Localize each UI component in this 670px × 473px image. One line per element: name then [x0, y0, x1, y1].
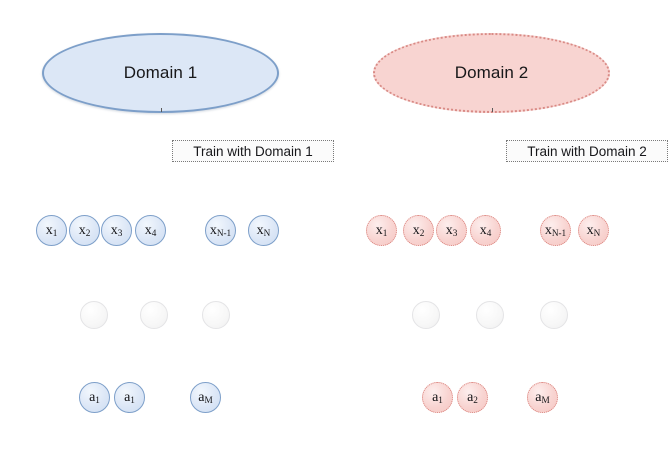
domain-ellipse-2: Domain 2	[373, 33, 610, 113]
node-input-d2-1: x1	[366, 215, 397, 246]
node-label: aM	[198, 389, 213, 406]
node-input-d2-2: x2	[403, 215, 434, 246]
node-label: a1	[89, 389, 100, 406]
connector-stub-icon	[160, 108, 162, 112]
node-label: x3	[445, 222, 458, 239]
train-label-1: Train with Domain 1	[172, 140, 334, 162]
node-label: xN	[586, 222, 601, 239]
node-input-d1-2: x2	[69, 215, 100, 246]
node-input-d1-4: x4	[135, 215, 166, 246]
node-hidden-d1-1	[80, 301, 108, 329]
node-label: x3	[110, 222, 123, 239]
node-label: xN	[256, 222, 271, 239]
node-label: x1	[375, 222, 388, 239]
node-input-d2-3: x3	[436, 215, 467, 246]
domain-ellipse-label: Domain 1	[123, 63, 198, 82]
node-hidden-d2-1	[412, 301, 440, 329]
node-output-d2-3: aM	[527, 382, 558, 413]
node-hidden-d2-2	[476, 301, 504, 329]
node-input-d1-1: x1	[36, 215, 67, 246]
node-label: x1	[45, 222, 58, 239]
node-output-d1-3: aM	[190, 382, 221, 413]
node-input-d1-3: x3	[101, 215, 132, 246]
node-label: x4	[144, 222, 157, 239]
node-label: x2	[412, 222, 425, 239]
node-label: xN-1	[544, 222, 567, 239]
domain-ellipse-1: Domain 1	[42, 33, 279, 113]
node-input-d2-6: xN	[578, 215, 609, 246]
domain-ellipse-label: Domain 2	[454, 63, 529, 82]
node-output-d1-2: a1	[114, 382, 145, 413]
node-label: a2	[467, 389, 478, 406]
node-label: aM	[535, 389, 550, 406]
node-input-d1-5: xN-1	[205, 215, 236, 246]
connector-stub-icon	[491, 108, 493, 112]
node-input-d2-5: xN-1	[540, 215, 571, 246]
node-hidden-d2-3	[540, 301, 568, 329]
train-label-2: Train with Domain 2	[506, 140, 668, 162]
node-input-d2-4: x4	[470, 215, 501, 246]
node-output-d2-2: a2	[457, 382, 488, 413]
node-label: a1	[432, 389, 443, 406]
node-hidden-d1-2	[140, 301, 168, 329]
node-input-d1-6: xN	[248, 215, 279, 246]
node-hidden-d1-3	[202, 301, 230, 329]
node-label: xN-1	[209, 222, 232, 239]
node-label: a1	[124, 389, 135, 406]
node-label: x4	[479, 222, 492, 239]
node-output-d1-1: a1	[79, 382, 110, 413]
node-output-d2-1: a1	[422, 382, 453, 413]
node-label: x2	[78, 222, 91, 239]
